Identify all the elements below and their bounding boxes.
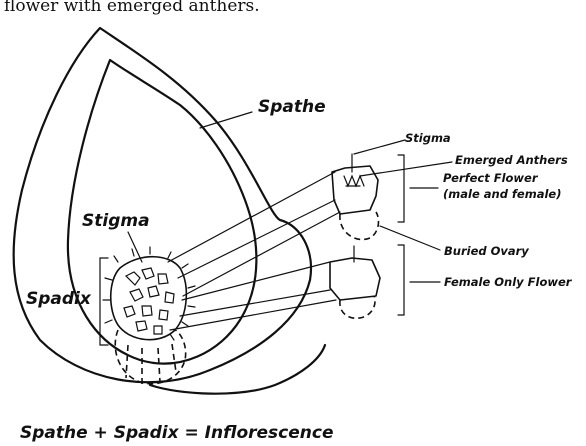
label-spadix: Spadix bbox=[26, 289, 92, 309]
label-perfect-flower-1: Perfect Flower bbox=[443, 171, 539, 185]
top-caption: flower with emerged anthers. bbox=[4, 0, 260, 16]
label-emerged-anthers: Emerged Anthers bbox=[455, 153, 568, 167]
buried-ovary-leader bbox=[380, 226, 440, 250]
spadix-bracket bbox=[100, 258, 108, 345]
stigma-right-leader bbox=[354, 140, 405, 154]
spathe-leader bbox=[200, 112, 252, 128]
anthers-leader bbox=[360, 162, 452, 176]
label-stigma-left: Stigma bbox=[82, 211, 150, 231]
bottom-caption: Spathe + Spadix = Inflorescence bbox=[20, 423, 334, 443]
female-flower-bracket bbox=[398, 245, 404, 315]
perfect-flower-bracket bbox=[398, 155, 404, 222]
perfect-flower bbox=[332, 154, 378, 240]
label-spathe: Spathe bbox=[258, 97, 326, 117]
label-perfect-flower-2: (male and female) bbox=[443, 187, 561, 201]
label-buried-ovary: Buried Ovary bbox=[444, 244, 529, 258]
female-only-flower bbox=[330, 246, 380, 318]
label-stigma-right: Stigma bbox=[405, 131, 451, 145]
label-female-only-flower: Female Only Flower bbox=[444, 275, 573, 289]
spadix-flower-cluster bbox=[103, 247, 195, 340]
